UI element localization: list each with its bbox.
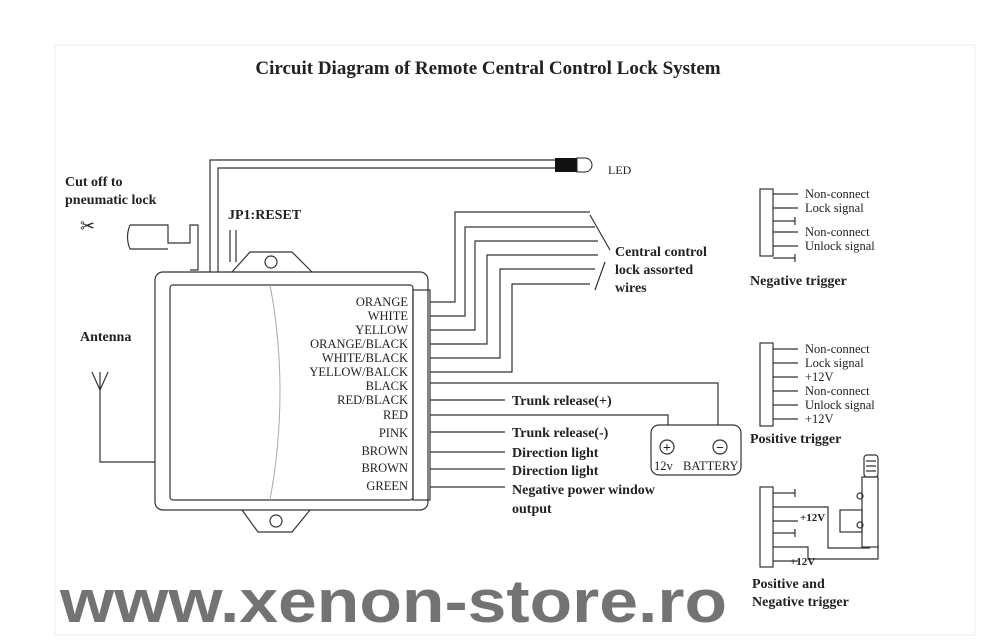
pos-pin-label: Lock signal — [805, 356, 864, 370]
pos-neg-12v-1: +12V — [800, 512, 825, 524]
direction-light-2: Direction light — [512, 464, 599, 479]
pos-neg-trigger-title-1: Positive and — [752, 577, 825, 592]
svg-text:+: + — [663, 441, 671, 456]
neg-pin-label: Non-connect — [805, 187, 870, 201]
wire-label: RED — [383, 408, 408, 422]
pos-neg-trigger-diagram — [759, 454, 879, 568]
led-icon — [576, 157, 593, 173]
wire-label: WHITE/BLACK — [322, 351, 408, 365]
negative-trigger-diagram — [759, 188, 798, 262]
pos-pin-label: Non-connect — [805, 342, 870, 356]
wire-label: ORANGE/BLACK — [310, 337, 408, 351]
wire-label: YELLOW/BALCK — [309, 365, 408, 379]
jp1-reset-label: JP1:RESET — [228, 208, 302, 223]
watermark: www.xenon-store.ro — [59, 568, 727, 635]
battery-plus-icon — [659, 439, 675, 455]
cutoff-label-2: pneumatic lock — [65, 193, 157, 208]
battery: + − 12v BATTERY — [650, 424, 742, 476]
wire-label: WHITE — [368, 309, 409, 323]
led-body — [555, 158, 577, 172]
antenna-label: Antenna — [80, 330, 131, 345]
pneumatic-connector — [126, 224, 199, 271]
battery-label: BATTERY — [683, 459, 739, 473]
wire-label: BLACK — [366, 379, 408, 393]
power-window-label-1: Negative power window — [512, 483, 656, 498]
neg-pin-label: Unlock signal — [805, 239, 875, 253]
central-lock-label-1: Central control — [615, 245, 707, 260]
scissors-icon: ✂ — [80, 216, 95, 236]
led-wire — [209, 157, 593, 272]
central-lock-wires — [430, 211, 611, 373]
wire-label: PINK — [379, 426, 408, 440]
neg-pin-label: Non-connect — [805, 225, 870, 239]
central-lock-label-2: lock assorted — [615, 263, 693, 278]
led-label: LED — [608, 163, 632, 177]
trunk-release-plus: Trunk release(+) — [512, 394, 612, 409]
antenna-icon — [91, 371, 155, 463]
neg-pin-label: Lock signal — [805, 201, 864, 215]
wire-label: ORANGE — [356, 295, 408, 309]
connector-strip — [412, 289, 431, 501]
pos-pin-label: +12V — [805, 370, 834, 384]
negative-trigger-title: Negative trigger — [750, 274, 847, 289]
diagram-title: Circuit Diagram of Remote Central Contro… — [255, 58, 720, 79]
pos-pin-label: Unlock signal — [805, 398, 875, 412]
svg-text:−: − — [716, 441, 724, 456]
trunk-release-minus: Trunk release(-) — [512, 426, 609, 441]
wire-label: RED/BLACK — [337, 393, 408, 407]
battery-voltage: 12v — [654, 459, 674, 473]
control-unit — [154, 251, 431, 533]
direction-light-1: Direction light — [512, 446, 599, 461]
battery-minus-icon — [712, 439, 728, 455]
pos-pin-label: +12V — [805, 412, 834, 426]
positive-trigger-diagram — [759, 342, 798, 427]
pos-pin-label: Non-connect — [805, 384, 870, 398]
pos-neg-12v-2: +12V — [790, 556, 815, 568]
wire-label: BROWN — [361, 461, 408, 475]
wire-label: BROWN — [361, 444, 408, 458]
cutoff-label-1: Cut off to — [65, 175, 123, 190]
positive-trigger-title: Positive trigger — [750, 432, 841, 447]
wire-label: GREEN — [366, 479, 408, 493]
jp1-jumper — [229, 230, 237, 262]
pos-neg-trigger-title-2: Negative trigger — [752, 595, 849, 610]
wire-label: YELLOW — [355, 323, 408, 337]
central-lock-label-3: wires — [615, 281, 647, 296]
door-lock-actuator-icon — [839, 454, 879, 548]
power-window-label-2: output — [512, 502, 552, 517]
output-wires — [430, 382, 719, 488]
scan-border — [54, 44, 976, 636]
